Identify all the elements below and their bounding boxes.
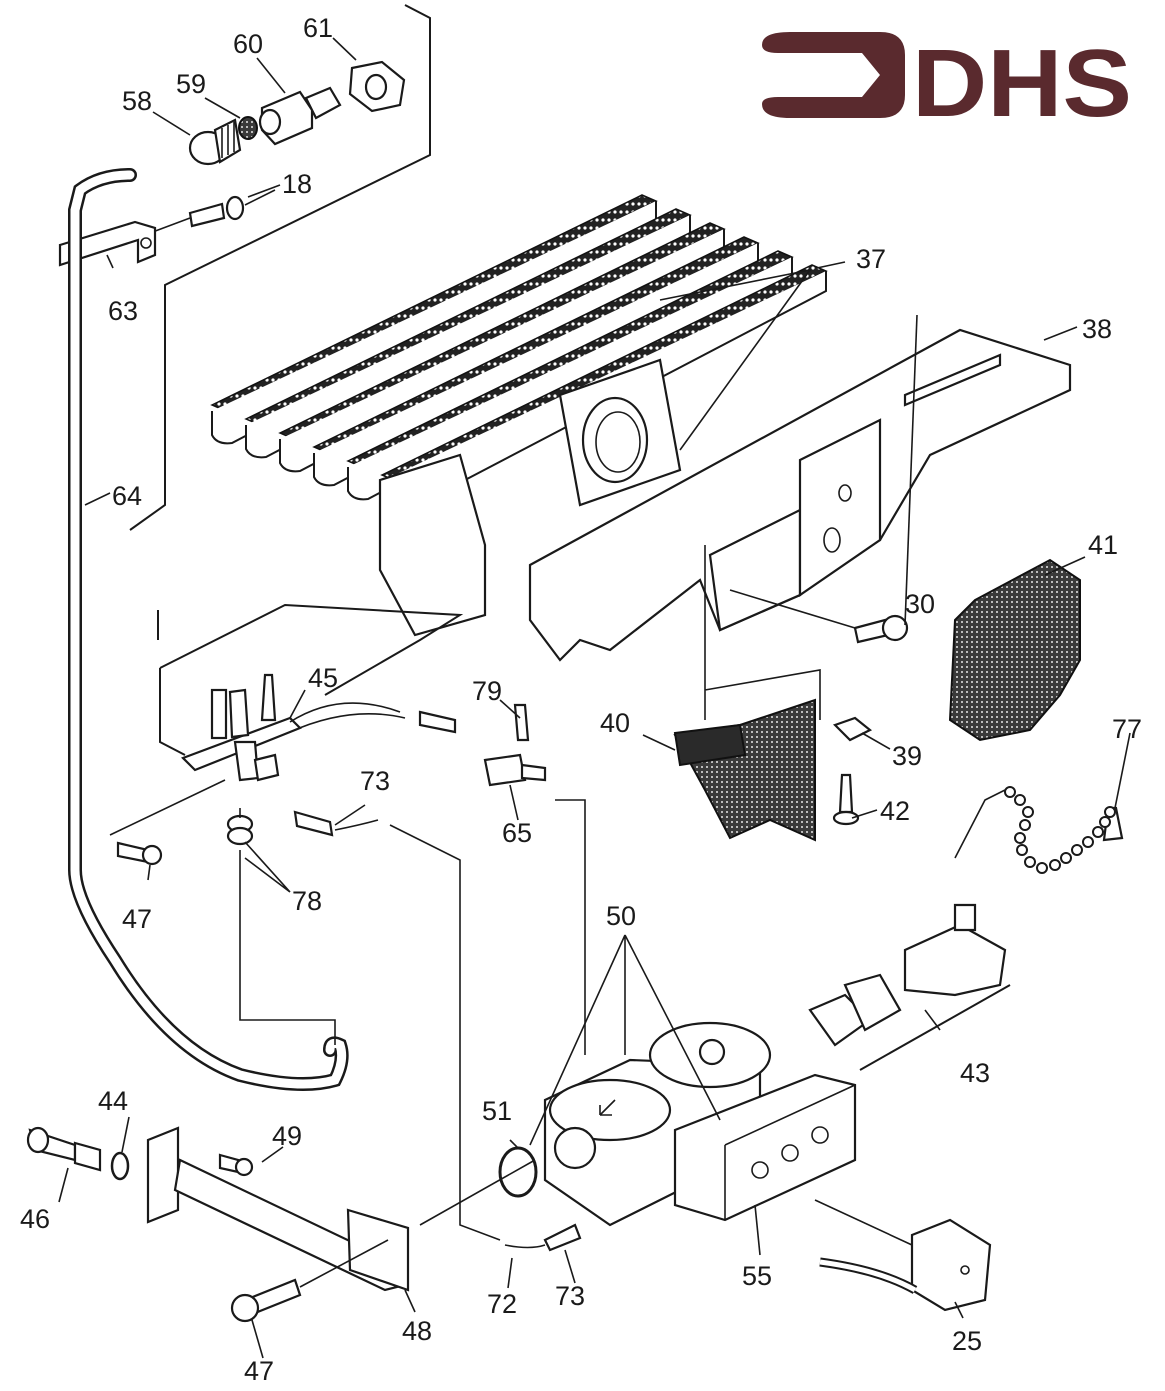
nozzle-fitting-46 xyxy=(26,1126,102,1172)
chain-bead xyxy=(1082,836,1094,848)
label-58: 58 xyxy=(122,86,152,116)
label-55: 55 xyxy=(742,1261,772,1291)
clip-nut-39 xyxy=(832,716,873,742)
label-38: 38 xyxy=(1082,314,1112,344)
label-39: 39 xyxy=(892,741,922,771)
filter-screen-59 xyxy=(238,116,258,140)
part-labels: 58 59 60 61 18 63 64 37 38 41 30 40 39 4… xyxy=(20,13,1142,1386)
bolt-47b xyxy=(230,1278,302,1323)
label-65: 65 xyxy=(502,818,532,848)
hex-nut-61 xyxy=(348,60,406,113)
chain-bead xyxy=(1014,794,1026,806)
label-18: 18 xyxy=(282,169,312,199)
flame-shield-41 xyxy=(948,558,1081,742)
thermocouple-connector-73a xyxy=(293,810,379,837)
logo-text: DHS xyxy=(912,30,1132,137)
gas-valve-50 xyxy=(543,1021,772,1227)
bead-chain-77 xyxy=(954,786,1124,874)
label-60: 60 xyxy=(233,29,263,59)
chain-bead xyxy=(1014,832,1026,844)
label-45: 45 xyxy=(308,663,338,693)
dhs-logo: DHS xyxy=(762,30,1132,137)
label-77: 77 xyxy=(1112,714,1142,744)
burner-assembly-37 xyxy=(210,194,828,637)
chain-bead xyxy=(1049,859,1061,871)
thermocouple-connector-73b xyxy=(504,1223,582,1252)
washers-78 xyxy=(226,814,254,846)
inlet-fitting-set-43 xyxy=(808,903,1011,1071)
label-72: 72 xyxy=(487,1289,517,1319)
pilot-assembly-45 xyxy=(157,603,464,782)
chain-bead xyxy=(1016,844,1028,856)
chain-bead xyxy=(1036,862,1048,874)
label-63: 63 xyxy=(108,296,138,326)
leader-lines xyxy=(58,37,1131,1359)
label-41: 41 xyxy=(1088,530,1118,560)
chain-bead xyxy=(1004,786,1016,798)
label-48: 48 xyxy=(402,1316,432,1346)
arrow-right-bracket-icon xyxy=(762,32,905,118)
label-42: 42 xyxy=(880,796,910,826)
label-73b: 73 xyxy=(555,1281,585,1311)
label-47a: 47 xyxy=(122,904,152,934)
chain-bead xyxy=(1099,816,1111,828)
thermocouple-interrupter-65 xyxy=(483,753,547,787)
label-49: 49 xyxy=(272,1121,302,1151)
screw-49 xyxy=(218,1153,254,1177)
label-37: 37 xyxy=(856,244,886,274)
label-43: 43 xyxy=(960,1058,990,1088)
manifold-tube-48 xyxy=(146,1126,410,1292)
label-44: 44 xyxy=(98,1086,128,1116)
label-47b: 47 xyxy=(244,1356,274,1386)
o-ring-44 xyxy=(110,1151,130,1181)
chain-bead xyxy=(1060,852,1072,864)
screw-30 xyxy=(853,614,909,644)
label-51: 51 xyxy=(482,1096,512,1126)
label-59: 59 xyxy=(176,69,206,99)
chain-bead xyxy=(1019,819,1031,831)
chain-bead xyxy=(1024,856,1036,868)
label-46: 46 xyxy=(20,1204,50,1234)
screw-18 xyxy=(188,195,245,228)
chain-bead xyxy=(1071,844,1083,856)
bolt-47a xyxy=(116,841,163,866)
chain-bead xyxy=(1092,826,1104,838)
solenoid-box-55 xyxy=(673,1073,857,1222)
label-78: 78 xyxy=(292,886,322,916)
label-30: 30 xyxy=(905,589,935,619)
flame-shield-40 xyxy=(673,698,816,842)
screw-42 xyxy=(832,773,860,826)
label-64: 64 xyxy=(112,481,142,511)
compression-fitting-60 xyxy=(258,86,342,146)
chain-bead xyxy=(1022,806,1034,818)
label-50: 50 xyxy=(606,901,636,931)
terminal-79 xyxy=(513,703,530,742)
label-61: 61 xyxy=(303,13,333,43)
plug-fitting-58 xyxy=(188,118,242,166)
chain-bead xyxy=(1104,806,1116,818)
inlet-fittings-group xyxy=(58,4,431,531)
label-73a: 73 xyxy=(360,766,390,796)
o-ring-51 xyxy=(498,1146,538,1198)
label-79: 79 xyxy=(472,676,502,706)
label-40: 40 xyxy=(600,708,630,738)
label-25: 25 xyxy=(952,1326,982,1356)
connector-plug-25 xyxy=(819,1218,992,1312)
burner-bracket-38 xyxy=(528,328,1072,662)
